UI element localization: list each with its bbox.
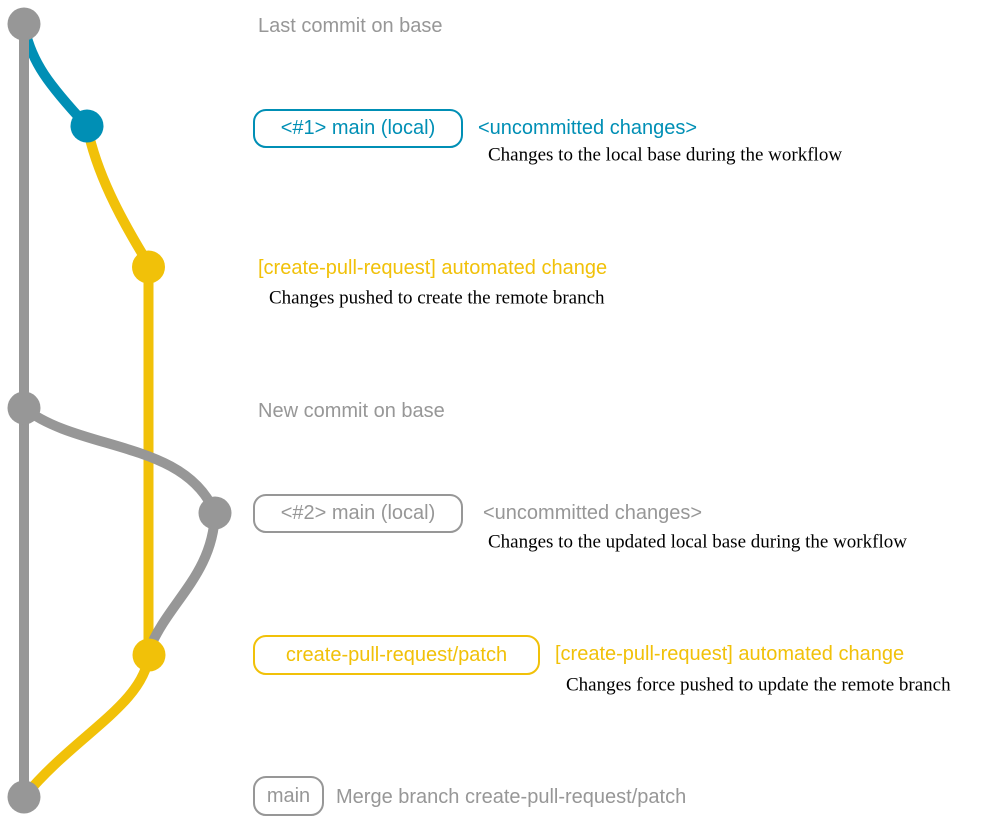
- commit-dot-merge: [7, 780, 41, 814]
- branch-curve-merge: [19, 650, 154, 802]
- commit-note-uncommitted-2: Changes to the updated local base during…: [488, 531, 907, 553]
- commit-dot-uncommitted-1: [70, 109, 104, 143]
- commit-message-uncommitted-2: <uncommitted changes>: [483, 502, 703, 524]
- branch-line-create-pull-request-patch: [82, 121, 154, 660]
- commit-note-automated-change-2: Changes force pushed to update the remot…: [566, 674, 951, 696]
- branch-label-main: main: [253, 776, 324, 816]
- commit-note-automated-change-1: Changes pushed to create the remote bran…: [269, 287, 605, 309]
- branch-label-main-local-1: <#1> main (local): [253, 109, 463, 148]
- commit-message-merge: Merge branch create-pull-request/patch: [336, 786, 687, 808]
- commit-message-automated-change-1: [create-pull-request] automated change: [258, 257, 608, 279]
- branch-label-main-local-2: <#2> main (local): [253, 494, 463, 533]
- branch-curve-rebase: [144, 508, 220, 655]
- commit-message-automated-change-2: [create-pull-request] automated change: [555, 643, 905, 665]
- commit-dot-new-commit-on-base: [7, 391, 41, 425]
- commit-dot-uncommitted-2: [198, 496, 232, 530]
- branch-label-create-pull-request-patch: create-pull-request/patch: [253, 635, 540, 675]
- commit-dot-automated-change-2: [132, 638, 166, 672]
- branch-curve-main-local-2: [19, 403, 220, 518]
- commit-dot-last-commit-on-base: [7, 7, 41, 41]
- commit-dot-automated-change-1: [132, 250, 165, 284]
- commit-message-uncommitted-1: <uncommitted changes>: [478, 117, 698, 139]
- commit-note-uncommitted-1: Changes to the local base during the wor…: [488, 144, 843, 166]
- commit-message-last-commit-on-base: Last commit on base: [258, 15, 443, 37]
- commit-message-new-commit-on-base: New commit on base: [258, 400, 445, 422]
- branch-curve-main-local-1: [20, 25, 92, 131]
